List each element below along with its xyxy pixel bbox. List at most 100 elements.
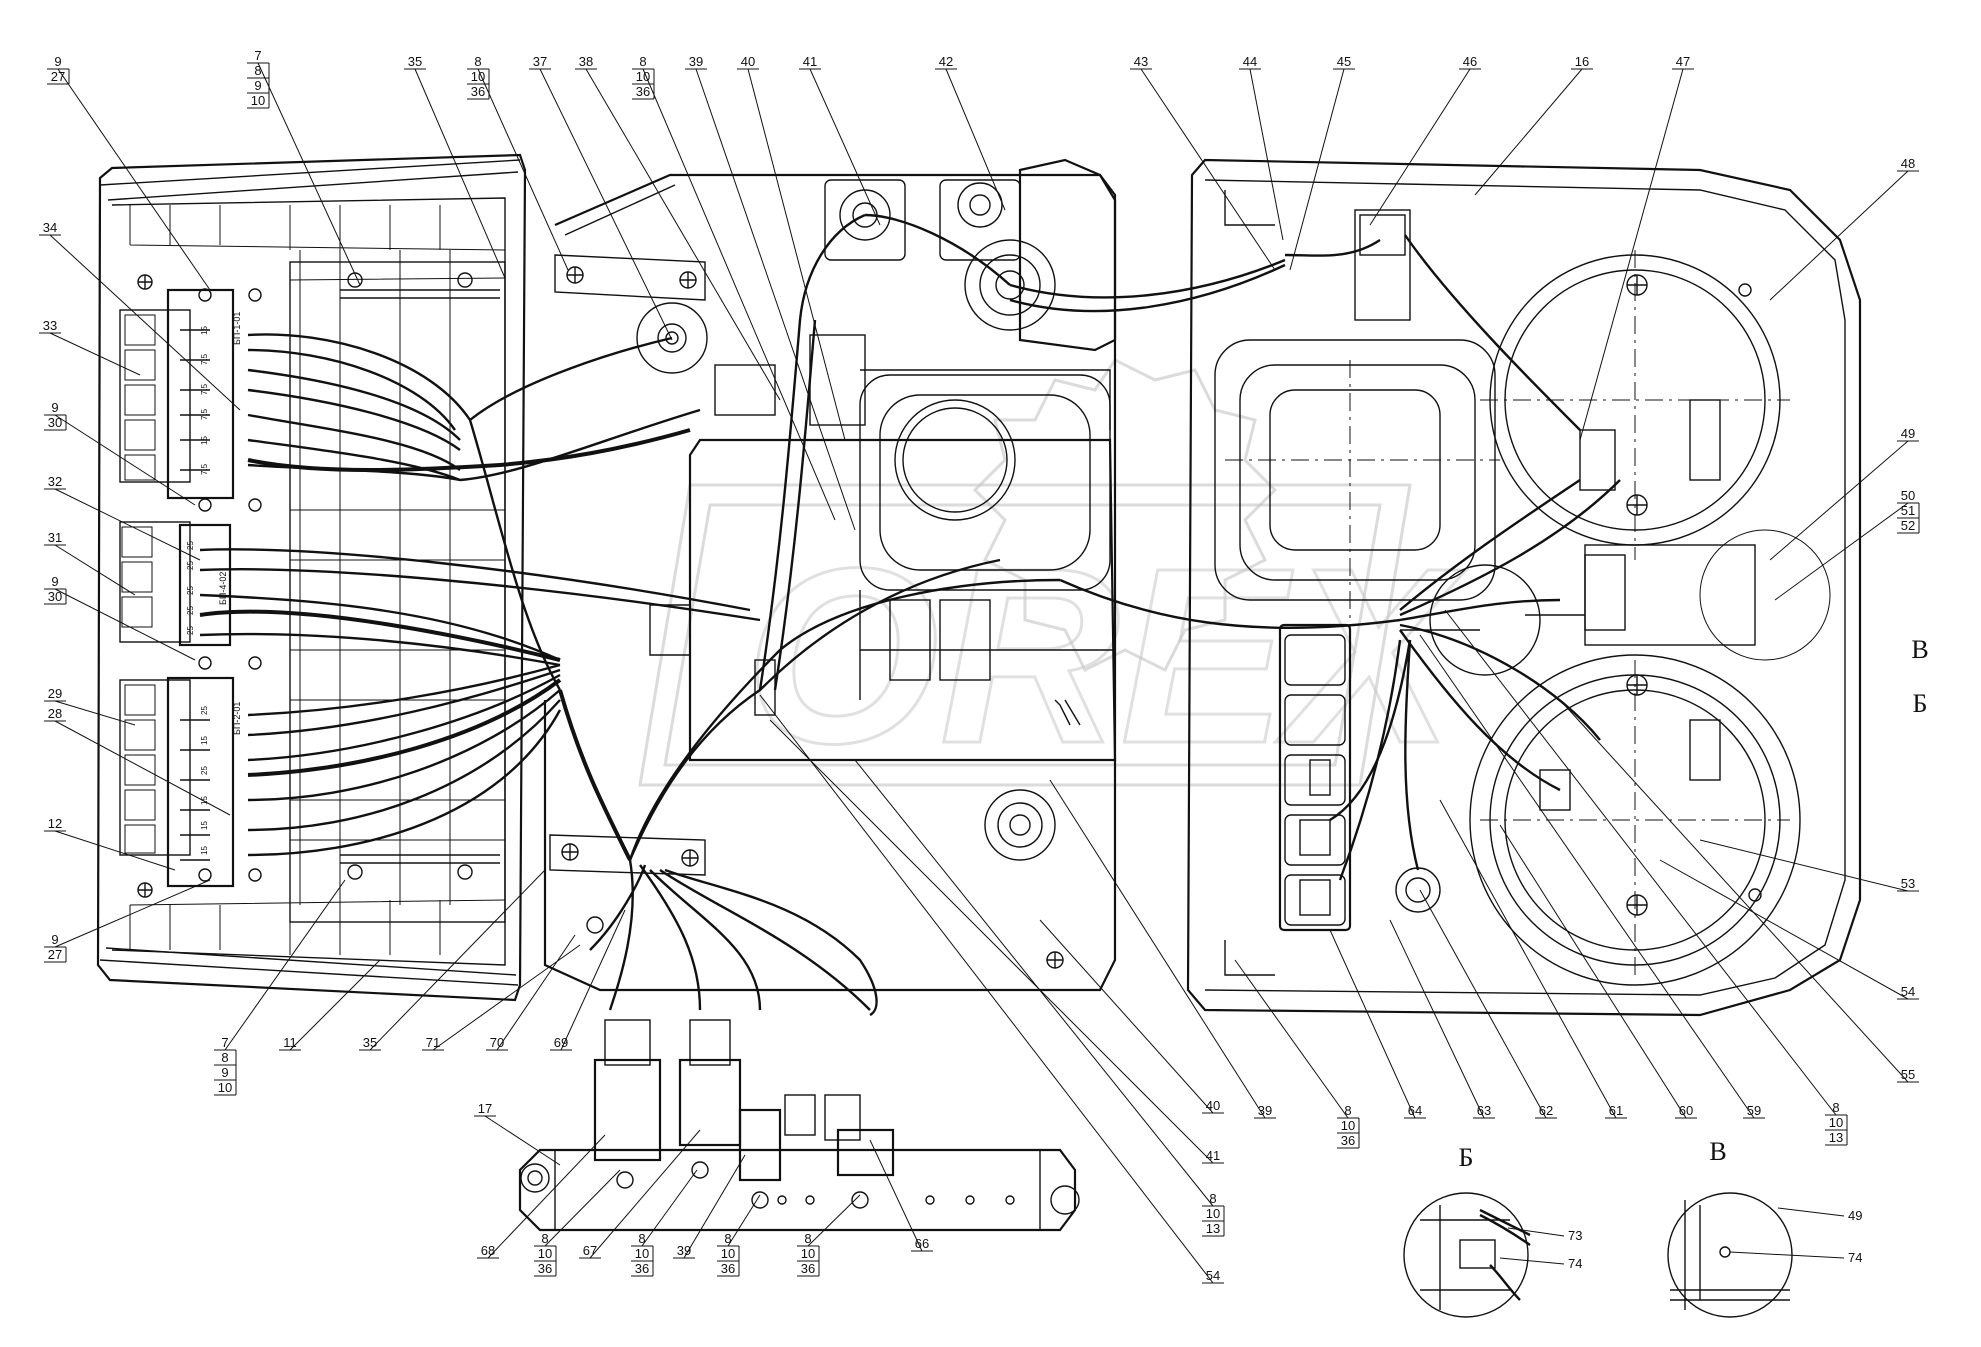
callout-number: 12: [48, 816, 62, 831]
callout-t15: 46: [1369, 54, 1481, 226]
callout-number: 11: [283, 1035, 297, 1050]
callout-number: 45: [1337, 54, 1351, 69]
leader-line: [1699, 839, 1909, 892]
callout-l2: 33: [39, 318, 141, 376]
callout-number: 34: [43, 220, 57, 235]
callout-number: 17: [478, 1101, 492, 1116]
callout-t14: 45: [1289, 54, 1355, 271]
callout-l1: 34: [39, 220, 241, 411]
leader-line: [432, 944, 581, 1051]
leader-line: [1140, 68, 1276, 271]
callout-number: 36: [538, 1261, 552, 1276]
leader-line: [1474, 68, 1583, 196]
callout-number: 7: [221, 1035, 228, 1050]
leader-line: [589, 1129, 701, 1259]
callout-number: 13: [1206, 1221, 1220, 1236]
fuse-value: 7.5: [200, 353, 209, 365]
fuse-value: 25: [186, 626, 195, 635]
callout-number: 51: [1901, 503, 1915, 518]
callout-b8: 39: [1049, 779, 1276, 1119]
callout-number: 8: [724, 1231, 731, 1246]
callout-number: 39: [1258, 1103, 1272, 1118]
instrument-cluster: [1186, 158, 1862, 1017]
leader-line: [54, 879, 211, 948]
leader-line: [54, 544, 136, 596]
callout-number: 74: [1848, 1250, 1862, 1265]
callout-number: 35: [408, 54, 422, 69]
leader-line: [1234, 959, 1349, 1119]
fuse-block-bp1: [166, 288, 235, 500]
callout-number: 9: [221, 1065, 228, 1080]
callout-t10: 41: [799, 54, 881, 226]
callout-number: 66: [915, 1236, 929, 1251]
callout-number: 42: [939, 54, 953, 69]
leader-line: [1507, 1227, 1565, 1237]
callout-number: 41: [803, 54, 817, 69]
callout-b21: 17: [474, 1101, 561, 1166]
leader-line: [1439, 799, 1617, 1119]
callout-number: 8: [1832, 1100, 1839, 1115]
leader-line: [1289, 68, 1345, 271]
callout-b17: 55: [1559, 699, 1919, 1083]
callout-number: 62: [1539, 1103, 1553, 1118]
callout-t13: 44: [1239, 54, 1284, 241]
leader-line: [54, 588, 196, 661]
leader-line: [1039, 919, 1214, 1114]
leader-line: [57, 68, 211, 291]
leader-line: [854, 759, 1214, 1207]
leader-line: [1499, 824, 1687, 1119]
callout-l4: 32: [44, 474, 201, 561]
leader-line: [695, 68, 856, 531]
leader-line: [224, 879, 346, 1051]
leader-line: [1777, 1207, 1845, 1217]
callout-number: 9: [54, 54, 61, 69]
callout-number: 74: [1568, 1256, 1582, 1271]
leader-line: [1774, 502, 1909, 601]
callout-number: 8: [804, 1231, 811, 1246]
callout-r3: 53: [1699, 839, 1919, 892]
callout-number: 8: [639, 54, 646, 69]
watermark: OREX: [638, 358, 1468, 797]
callout-b10: 64: [1329, 929, 1426, 1119]
fuse-block-code-bp4: БП-4-02: [218, 572, 228, 605]
callout-number: 60: [1679, 1103, 1693, 1118]
callout-t9: 40: [737, 54, 846, 441]
callout-number: 9: [254, 78, 261, 93]
callout-number: 50: [1901, 488, 1915, 503]
detail-view-v: [1667, 1192, 1793, 1318]
screw-icon: [1626, 274, 1762, 916]
relay-bar: [518, 1019, 1080, 1232]
leader-line: [1769, 440, 1909, 561]
callout-t12: 43: [1130, 54, 1276, 271]
leader-line: [585, 68, 781, 401]
callout-number: 8: [1344, 1103, 1351, 1118]
callout-number: 35: [363, 1035, 377, 1050]
callout-b14: 60: [1499, 824, 1697, 1119]
leader-line: [1249, 68, 1284, 241]
callout-b15: 59: [1419, 634, 1765, 1119]
callout-number: 39: [689, 54, 703, 69]
fuse-value: 15: [200, 736, 209, 745]
fuse-value: 25: [186, 561, 195, 570]
fuse-value: 25: [200, 706, 209, 715]
callout-number: 44: [1243, 54, 1257, 69]
callout-number: 64: [1408, 1103, 1422, 1118]
callout-b2: 11: [279, 959, 381, 1051]
leader-line: [641, 1169, 698, 1247]
callout-number: 69: [554, 1035, 568, 1050]
callout-b11: 63: [1389, 919, 1495, 1119]
callout-number: 68: [481, 1243, 495, 1258]
leader-line: [1769, 170, 1909, 301]
callout-number: 43: [1134, 54, 1148, 69]
leader-line: [1389, 919, 1485, 1119]
callout-number: 49: [1901, 426, 1915, 441]
callout-number: 40: [741, 54, 755, 69]
callout-t18: 48: [1769, 156, 1919, 301]
leader-line: [1579, 68, 1684, 441]
view-letter: Б: [1459, 1143, 1474, 1172]
fuse-value: 25: [186, 606, 195, 615]
